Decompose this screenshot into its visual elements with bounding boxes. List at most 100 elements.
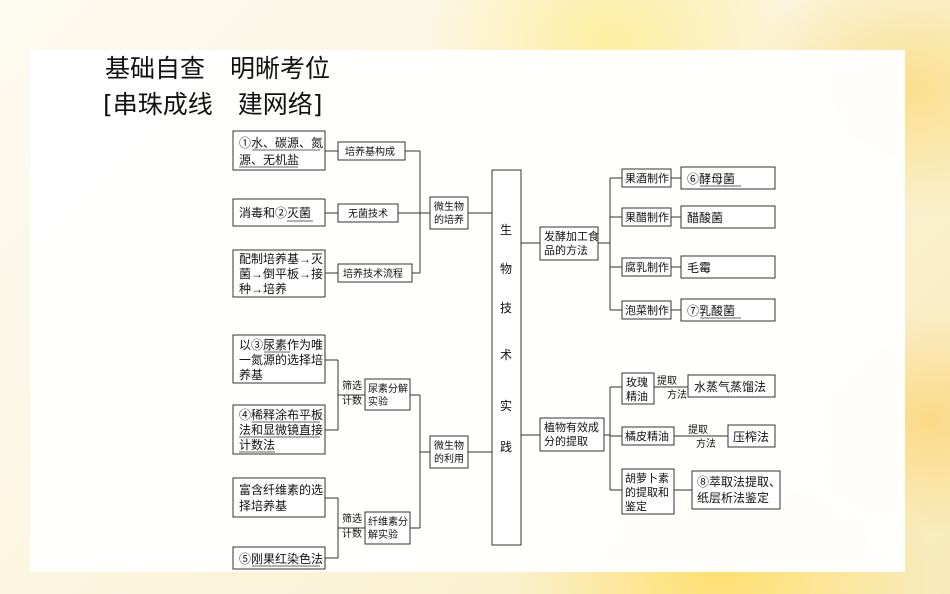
hub-label: 品的方法	[544, 243, 588, 257]
answer-text-line: 配制培养基→灭	[239, 251, 323, 266]
hub-plant-extraction: 植物有效成 分的提取	[539, 417, 605, 452]
node-label: 的提取和	[625, 485, 669, 499]
answer-text-line: ⑤刚果红染色法	[239, 551, 323, 566]
section-subtitle: [串珠成线 建网络]	[103, 90, 323, 119]
node-label: 果醋制作	[625, 210, 669, 224]
answer-text-line: 法和显微镜直接	[239, 422, 323, 437]
node-label: 果酒制作	[625, 172, 669, 185]
answer-box-medium-composition: ①水、碳源、氮 源、无机盐	[232, 130, 326, 171]
answer-box-mucor: 毛霉	[680, 255, 776, 279]
screen-label: 筛选	[342, 379, 362, 392]
hub-label: 的培养	[434, 213, 464, 226]
node-label: 腐乳制作	[625, 260, 669, 274]
answer-text-line: 养基	[239, 367, 263, 382]
hub-label: 植物有效成	[544, 420, 599, 434]
screen-count-label-cellulose: 筛选 计数	[342, 512, 362, 540]
answer-box-pressing: 压榨法	[727, 424, 776, 448]
screen-label: 计数	[342, 527, 362, 540]
answer-box-yeast: ⑥酵母菌	[680, 166, 776, 190]
answer-box-lactobacillus: ⑦乳酸菌	[680, 298, 776, 322]
answer-box-congo-red: ⑤刚果红染色法	[232, 546, 326, 570]
method-label-rose: 提取 方法	[657, 375, 687, 401]
center-char: 实	[500, 398, 512, 413]
node-label: 精油	[626, 389, 648, 403]
hub-microbe-utilization: 微生物 的利用	[429, 435, 469, 469]
connector-lines	[325, 150, 728, 559]
section-title: 基础自查 明晰考位	[105, 54, 331, 83]
answer-box-sterile-technique: 消毒和②灭菌	[232, 198, 326, 227]
center-char: 物	[500, 262, 512, 276]
node-carotene-extraction: 胡萝卜素 的提取和 鉴定	[621, 468, 675, 515]
answer-text-line: 源、无机盐	[239, 153, 299, 167]
node-label: 鉴定	[625, 499, 647, 513]
hub-label: 的利用	[434, 452, 464, 465]
screen-label: 计数	[342, 394, 362, 407]
answer-box-counting-method: ④稀释涂布平板 法和显微镜直接 计数法	[232, 404, 326, 455]
node-label: 橘皮精油	[625, 429, 669, 443]
node-label: 纤维素分	[368, 515, 408, 528]
answer-box-cellulose-medium: 富含纤维素的选 择培养基	[232, 477, 326, 518]
answer-text: 压榨法	[733, 429, 769, 444]
node-culture-process: 培养技术流程	[337, 263, 413, 283]
hub-microbe-cultivation: 微生物 的培养	[429, 196, 469, 230]
answer-box-steam-distillation: 水蒸气蒸馏法	[687, 374, 776, 398]
hub-label: 微生物	[434, 200, 464, 213]
answer-text: 毛霉	[687, 261, 711, 275]
center-char: 技	[500, 301, 512, 315]
answer-text-line: 择培养基	[239, 498, 287, 513]
answer-text-line: ①水、碳源、氮	[239, 135, 323, 150]
node-fruit-wine: 果酒制作	[621, 168, 672, 188]
answer-box-urea-medium: 以③尿素作为唯 一氮源的选择培 养基	[232, 334, 326, 384]
node-sterile-technique: 无菌技术	[337, 203, 399, 223]
answer-text-line: 以③尿素作为唯	[239, 338, 323, 352]
answer-text: 醋酸菌	[687, 210, 723, 225]
center-char: 生	[500, 223, 512, 237]
node-label: 胡萝卜素	[625, 471, 669, 485]
node-orange-peel-oil: 橘皮精油	[621, 426, 675, 446]
answer-text: ⑦乳酸菌	[687, 303, 735, 318]
answer-text-line: 菌→倒平板→接	[239, 266, 323, 281]
center-node-biotech-practice: 生 物 技 术 实 践	[491, 169, 522, 546]
method-label: 方法	[667, 388, 687, 401]
method-label-orange: 提取 方法	[688, 424, 716, 450]
node-label: 泡菜制作	[625, 303, 669, 317]
node-fermented-tofu: 腐乳制作	[621, 257, 672, 277]
method-label: 提取	[657, 375, 677, 387]
answer-text-line: 计数法	[239, 437, 275, 452]
answer-text-line: 消毒和②灭菌	[239, 206, 311, 220]
node-label: 培养技术流程	[343, 267, 403, 280]
answer-box-extraction-chromatography: ⑧萃取法提取、 纸层析法鉴定	[691, 470, 781, 510]
answer-text: ⑥酵母菌	[687, 172, 735, 186]
answer-box-culture-process: 配制培养基→灭 菌→倒平板→接 种→培养	[232, 249, 326, 298]
node-label: 培养基构成	[345, 145, 395, 158]
screen-count-label-urea: 筛选 计数	[342, 379, 362, 407]
answer-text: 纸层析法鉴定	[697, 490, 769, 505]
answer-box-acetic-bacteria: 醋酸菌	[680, 205, 776, 229]
method-label: 方法	[696, 437, 716, 450]
node-rose-oil: 玫瑰 精油	[621, 372, 655, 405]
answer-text: 水蒸气蒸馏法	[694, 379, 766, 394]
hub-fermentation-methods: 发酵加工食 品的方法	[539, 226, 599, 261]
screen-label: 筛选	[342, 512, 362, 525]
node-label: 玫瑰	[626, 375, 648, 389]
answer-text-line: ④稀释涂布平板	[239, 407, 323, 422]
node-label: 无菌技术	[348, 207, 388, 220]
hub-label: 发酵加工食	[544, 229, 599, 243]
answer-text: ⑧萃取法提取、	[697, 474, 781, 489]
answer-text-line: 种→培养	[239, 281, 287, 296]
method-label: 提取	[688, 424, 708, 436]
node-urea-decomposition: 尿素分解 实验	[364, 378, 411, 411]
node-cellulose-decomposition: 纤维素分 解实验	[364, 511, 411, 545]
node-fruit-vinegar: 果醋制作	[621, 207, 672, 227]
answer-text-line: 富含纤维素的选	[239, 482, 323, 497]
center-char: 术	[500, 348, 512, 362]
node-label: 解实验	[368, 528, 398, 541]
center-char: 践	[500, 440, 512, 454]
node-pickles: 泡菜制作	[621, 300, 672, 320]
answer-text-line: 一氮源的选择培	[239, 352, 323, 367]
node-medium-composition: 培养基构成	[337, 141, 406, 161]
node-label: 尿素分解	[368, 382, 408, 395]
hub-label: 微生物	[434, 439, 464, 452]
hub-label: 分的提取	[544, 434, 588, 448]
